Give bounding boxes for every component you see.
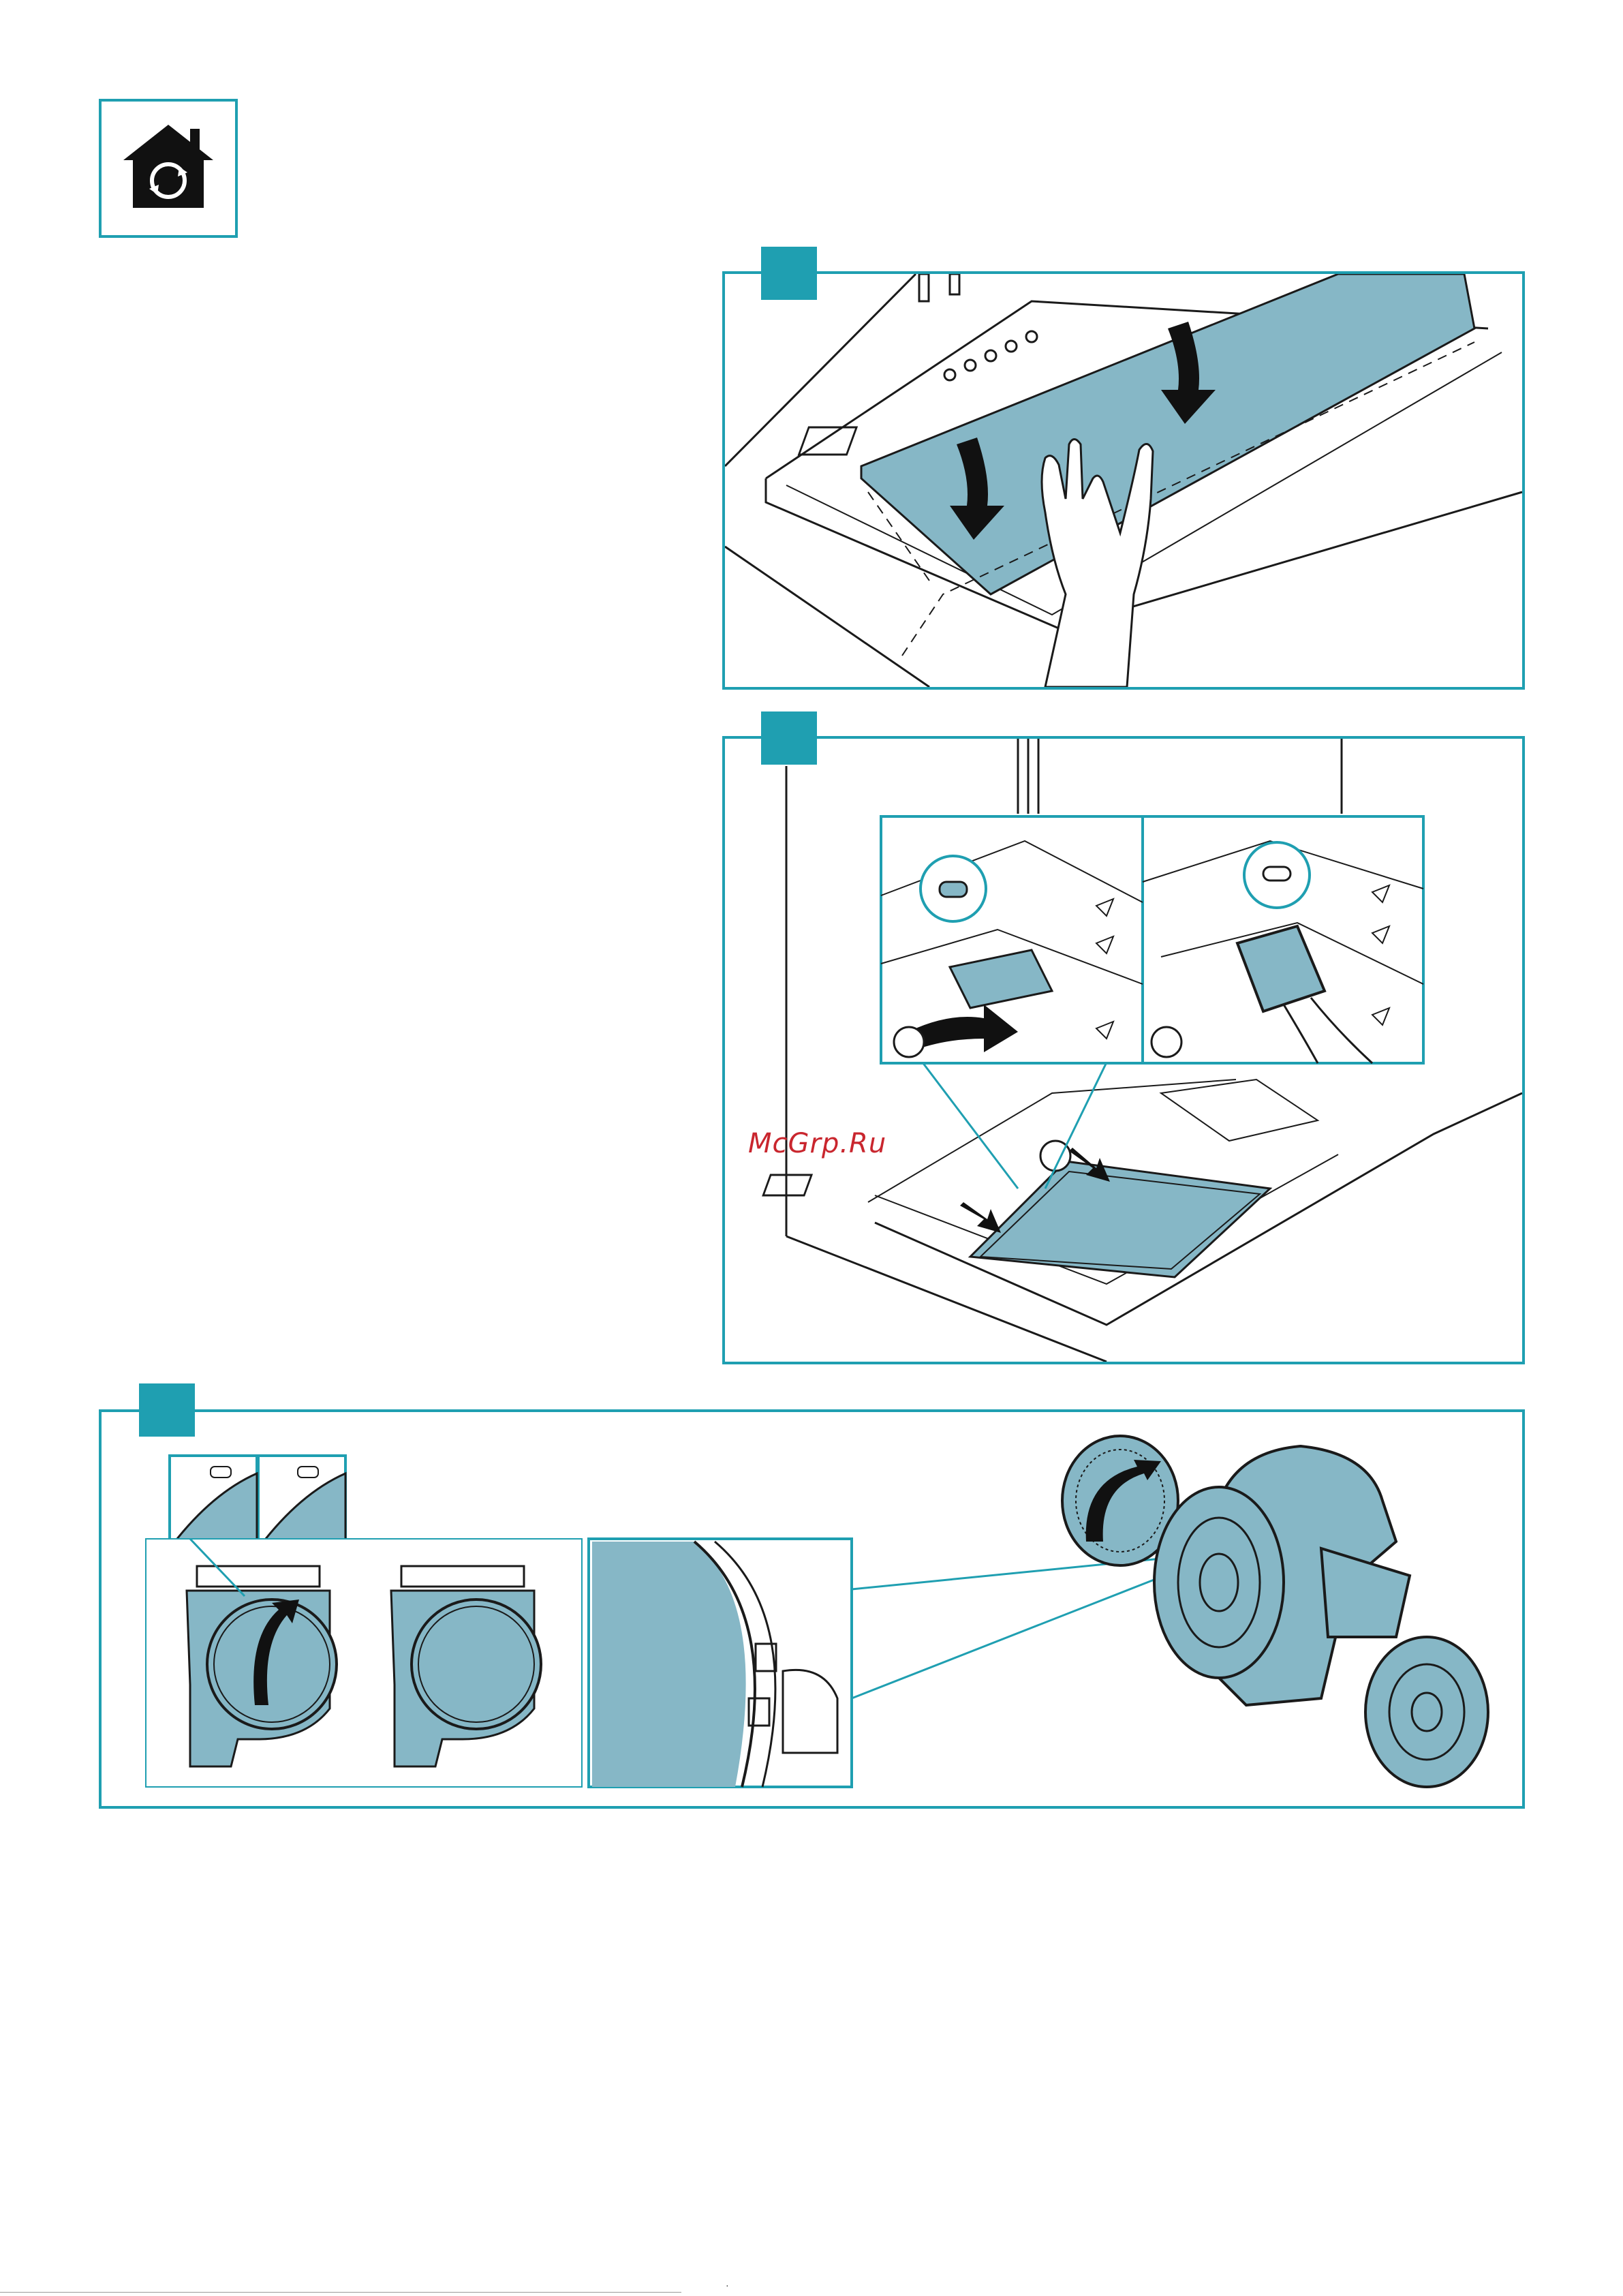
close-filter-panel-illustration [725, 274, 1522, 687]
step-3-number-tab [139, 1383, 195, 1437]
watermark-text: McGrp.Ru [748, 1128, 886, 1159]
step-2-number-tab [761, 711, 817, 765]
home-cycle-icon [99, 99, 238, 238]
step-1-number-tab [761, 247, 817, 300]
footer-rule [0, 2292, 681, 2293]
replace-odour-filter-illustration [102, 1412, 1522, 1806]
remove-grease-filter-illustration [725, 739, 1522, 1362]
footer-mark: · [726, 2280, 729, 2291]
step-1-panel [722, 271, 1525, 690]
step-2-panel [722, 736, 1525, 1364]
step-3-panel [99, 1409, 1525, 1809]
